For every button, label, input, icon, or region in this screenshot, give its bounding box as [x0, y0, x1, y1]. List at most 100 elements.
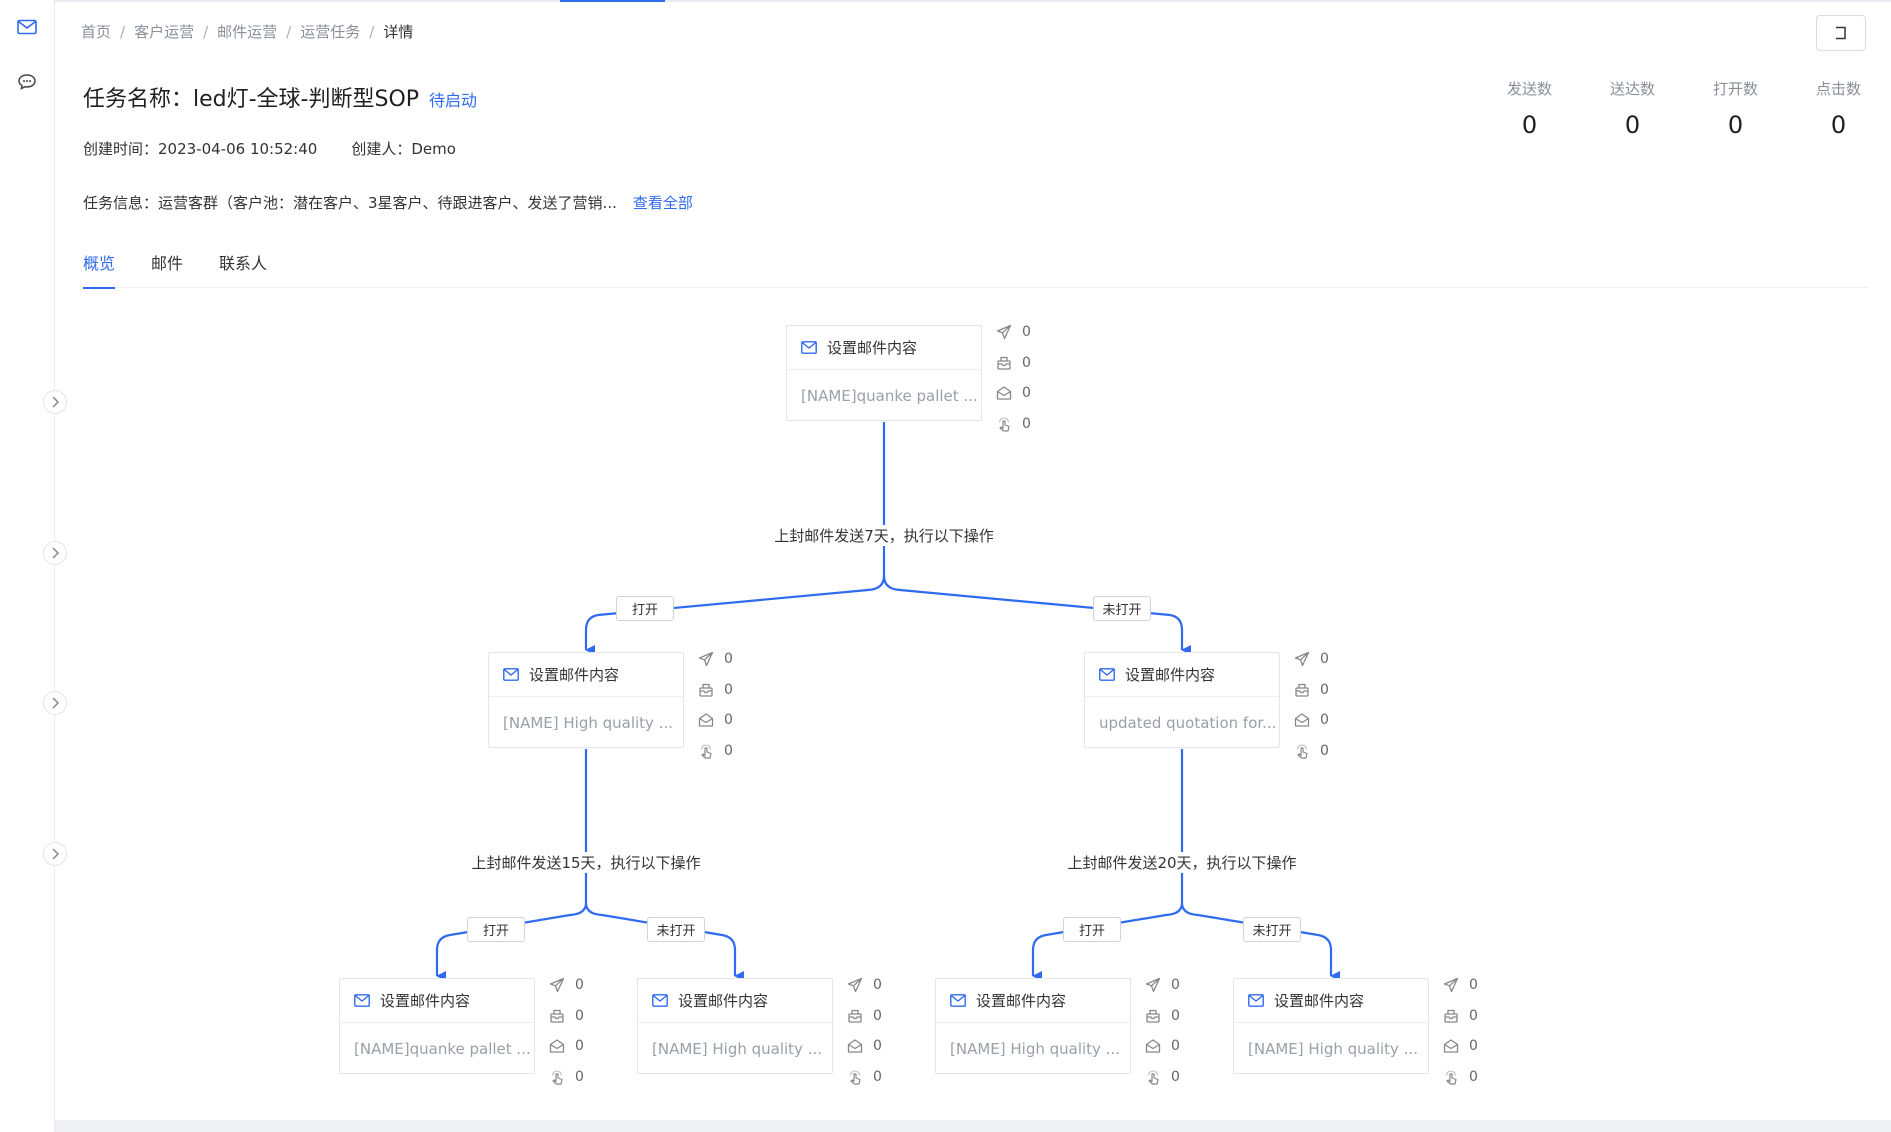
send-icon [996, 325, 1012, 340]
email-node-title: 设置邮件内容 [380, 992, 471, 1010]
email-node[interactable]: 设置邮件内容[NAME] High quality ... [935, 978, 1131, 1074]
node-stat-value: 0 [1320, 681, 1329, 698]
stat-opened: 打开数 0 [1684, 78, 1787, 139]
node-stat-value: 0 [575, 1007, 584, 1024]
node-stat-sent: 0 [1145, 970, 1180, 1001]
stats-panel: 发送数 0 送达数 0 打开数 0 点击数 0 [1478, 78, 1890, 139]
node-stat-value: 0 [724, 742, 733, 759]
stat-clicked: 点击数 0 [1787, 78, 1890, 139]
chat-icon[interactable] [14, 69, 40, 95]
open-icon [549, 1039, 565, 1053]
condition-label: 上封邮件发送15天，执行以下操作 [469, 852, 703, 873]
branch-open-tag[interactable]: 打开 [1063, 917, 1121, 942]
branch-open-tag[interactable]: 打开 [467, 917, 525, 942]
email-node[interactable]: 设置邮件内容 [NAME] High quality ... [1233, 978, 1429, 1074]
node-stat-delivered: 0 [996, 348, 1031, 379]
node-stat-value: 0 [575, 977, 584, 994]
open-icon [996, 386, 1012, 400]
node-stat-opened: 0 [1443, 1031, 1478, 1062]
node-stat-value: 0 [1171, 1068, 1180, 1085]
email-node-stats: 0 0 0 0 [1294, 644, 1329, 766]
node-stat-value: 0 [1320, 651, 1329, 668]
view-all-link[interactable]: 查看全部 [632, 194, 693, 212]
email-node-header: 设置邮件内容 [1085, 653, 1279, 697]
breadcrumb-email-ops[interactable]: 邮件运营 [217, 23, 278, 41]
node-stat-opened: 0 [698, 705, 733, 736]
tab-emails[interactable]: 邮件 [151, 254, 184, 273]
branch-unopened-tag[interactable]: 未打开 [647, 917, 705, 942]
node-stat-clicked: 0 [847, 1062, 882, 1093]
node-stat-value: 0 [1320, 742, 1329, 759]
delivered-icon [1295, 683, 1309, 697]
node-stat-value: 0 [575, 1068, 584, 1085]
node-stat-value: 0 [724, 681, 733, 698]
task-info: 任务信息：运营客群（客户池：潜在客户、3星客户、待跟进客户、发送了营销... 查… [83, 192, 693, 213]
node-stat-opened: 0 [847, 1031, 882, 1062]
node-stat-value: 0 [1022, 415, 1031, 432]
email-node[interactable]: 设置邮件内容[NAME]quanke pallet ... [339, 978, 535, 1074]
stat-label: 打开数 [1712, 80, 1758, 98]
bottom-scroll-bar[interactable] [55, 1120, 1891, 1132]
breadcrumb-ops-tasks[interactable]: 运营任务 [300, 23, 361, 41]
email-node[interactable]: 设置邮件内容[NAME] High quality ... [637, 978, 833, 1074]
email-node-preview: [NAME] High quality ... [503, 713, 674, 732]
delivered-icon [550, 1009, 564, 1023]
page-title: 任务名称：led灯-全球-判断型SOP [83, 87, 420, 112]
mail-icon[interactable] [14, 14, 40, 40]
branch-unopened-tag[interactable]: 未打开 [1093, 596, 1151, 621]
node-stat-opened: 0 [1145, 1031, 1180, 1062]
node-stat-clicked: 0 [1145, 1062, 1180, 1093]
status-badge: 待启动 [429, 91, 478, 110]
stat-value: 0 [1830, 111, 1847, 139]
expand-chevron-icon[interactable] [43, 691, 67, 715]
email-node-preview: [NAME]quanke pallet ... [801, 386, 978, 405]
click-icon [1147, 1070, 1159, 1085]
node-stat-delivered: 0 [1145, 1001, 1180, 1032]
breadcrumb-home[interactable]: 首页 [81, 23, 112, 41]
node-stat-opened: 0 [1294, 705, 1329, 736]
node-stat-value: 0 [873, 1068, 882, 1085]
breadcrumb: 首页 / 客户运营 / 邮件运营 / 运营任务 / 详情 [81, 21, 413, 42]
email-node-title: 设置邮件内容 [1274, 992, 1365, 1010]
email-node[interactable]: 设置邮件内容[NAME] High quality ... [488, 652, 684, 748]
node-stat-clicked: 0 [1443, 1062, 1478, 1093]
open-icon [698, 713, 714, 727]
send-icon [1294, 652, 1310, 667]
stat-label: 送达数 [1609, 80, 1655, 98]
node-stat-value: 0 [873, 1038, 882, 1055]
connector-line [1031, 902, 1184, 981]
exit-icon [1836, 26, 1846, 40]
send-icon [549, 978, 565, 993]
node-stat-value: 0 [1320, 712, 1329, 729]
email-node-preview: [NAME] High quality ... [950, 1039, 1121, 1058]
connector-line [1180, 902, 1340, 981]
node-stat-sent: 0 [996, 317, 1031, 348]
breadcrumb-customer-ops[interactable]: 客户运营 [134, 23, 195, 41]
tab-overview[interactable]: 概览 [83, 250, 116, 289]
send-icon [1443, 978, 1459, 993]
expand-chevron-icon[interactable] [43, 390, 67, 414]
task-info-text: 任务信息：运营客群（客户池：潜在客户、3星客户、待跟进客户、发送了营销... [83, 194, 617, 212]
task-header: 任务名称：led灯-全球-判断型SOP 待启动 [83, 81, 477, 113]
expand-chevron-icon[interactable] [43, 842, 67, 866]
email-node-header: 设置邮件内容 [340, 979, 534, 1023]
top-progress-bar [0, 0, 1891, 2]
branch-unopened-tag[interactable]: 未打开 [1243, 917, 1301, 942]
tab-contacts[interactable]: 联系人 [219, 254, 268, 273]
expand-chevron-icon[interactable] [43, 541, 67, 565]
email-node[interactable]: 设置邮件内容 [NAME]quanke pallet ... [786, 325, 982, 421]
stat-value: 0 [1624, 111, 1641, 139]
node-stat-value: 0 [1469, 1068, 1478, 1085]
exit-button[interactable] [1816, 15, 1866, 51]
condition-label: 上封邮件发送20天，执行以下操作 [1065, 852, 1299, 873]
email-node-header: 设置邮件内容 [787, 326, 981, 370]
email-node-preview: [NAME] High quality ... [1248, 1039, 1419, 1058]
mail-icon [652, 994, 668, 1007]
delivered-icon [848, 1009, 862, 1023]
branch-open-tag[interactable]: 打开 [616, 596, 674, 621]
open-icon [1294, 713, 1310, 727]
delivered-icon [699, 683, 713, 697]
